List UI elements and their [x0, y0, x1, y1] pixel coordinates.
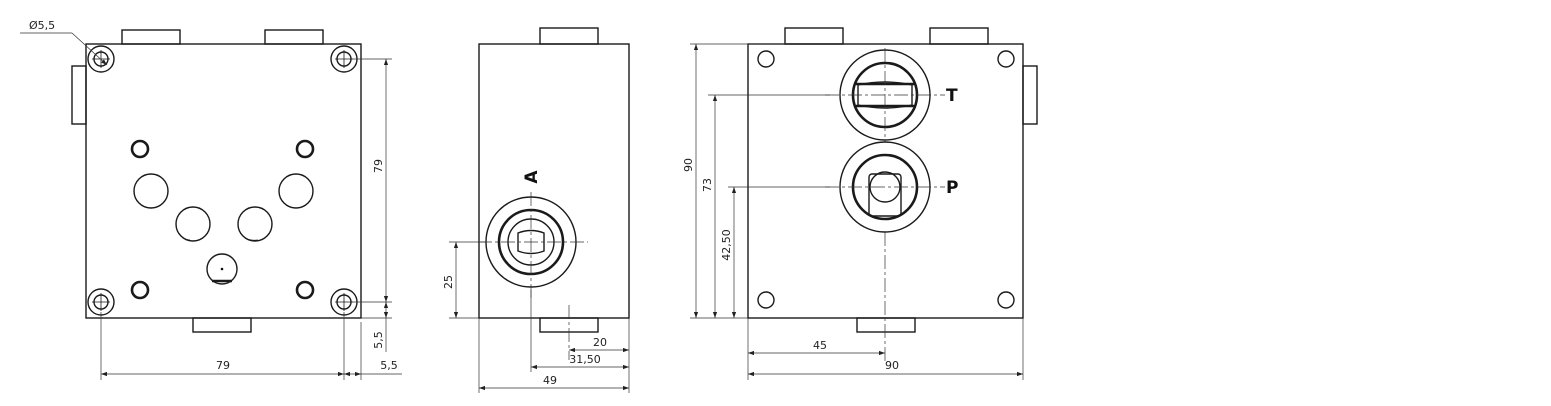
- dim-middle-width-49: 49: [543, 374, 557, 387]
- dim-left-width-79: 79: [216, 359, 230, 372]
- port-a: A: [478, 170, 588, 300]
- left-top-tab-1: [121, 29, 181, 45]
- dim-right-total-height: 90: [682, 158, 695, 172]
- diameter-callout: Ø5,5: [20, 19, 108, 66]
- right-bottom-tab: [856, 317, 916, 333]
- inner-holes: [130, 139, 315, 300]
- left-side-tab: [71, 65, 87, 125]
- middle-body: [478, 43, 630, 319]
- corner-holes: [87, 45, 358, 316]
- right-corner-holes: [757, 50, 1015, 309]
- middle-view: A 25 20 31,50 49: [442, 27, 630, 393]
- dim-right-p-height: 42,50: [720, 229, 733, 261]
- left-view: Ø5,5 79 5,5 79 5,5: [20, 19, 402, 380]
- dim-left-offset-v: 5,5: [372, 331, 385, 349]
- right-horizontal-dims: 45 90: [747, 318, 1024, 380]
- port-t-label: T: [946, 86, 958, 106]
- left-vertical-dims: 79 5,5: [352, 58, 392, 352]
- right-body: [747, 43, 1024, 319]
- dim-middle-port-height: 25: [442, 275, 455, 289]
- middle-top-tab: [539, 27, 599, 45]
- hole-top-left: [87, 45, 115, 73]
- port-t: T: [825, 48, 958, 142]
- right-top-tab-2: [929, 27, 989, 45]
- dim-left-height-79: 79: [372, 159, 385, 173]
- middle-horizontal-dims: 20 31,50 49: [478, 290, 630, 393]
- right-side-tab: [1022, 65, 1038, 125]
- dim-hole-diameter: Ø5,5: [29, 19, 55, 32]
- port-a-label: A: [522, 170, 542, 184]
- dim-left-offset-h: 5,5: [380, 359, 398, 372]
- right-vertical-dims: 90 73 42,50: [682, 43, 830, 319]
- dim-middle-31-50: 31,50: [569, 353, 601, 366]
- hole-bottom-left: [87, 288, 115, 316]
- middle-vertical-dim: 25: [442, 241, 486, 319]
- right-view: T P 90 73 42,50: [682, 27, 1038, 380]
- dim-right-width-90: 90: [885, 359, 899, 372]
- left-horizontal-dims: 79 5,5: [100, 312, 402, 380]
- port-p: P: [825, 141, 958, 233]
- dim-middle-20: 20: [593, 336, 607, 349]
- left-bottom-tab: [192, 317, 252, 333]
- dim-right-center-45: 45: [813, 339, 827, 352]
- dim-right-t-height: 73: [701, 178, 714, 192]
- left-body: [85, 43, 362, 319]
- right-top-tab-1: [784, 27, 844, 45]
- port-p-label: P: [946, 178, 958, 198]
- left-top-tab-2: [264, 29, 324, 45]
